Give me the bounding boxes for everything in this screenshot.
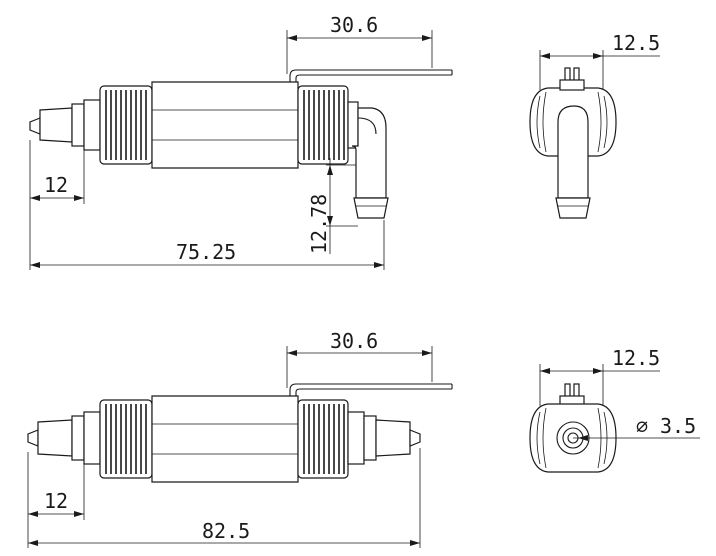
top-front-view <box>29 69 453 219</box>
bottom-left-nut-ribs <box>105 404 147 474</box>
bottom-dim-inlet-length: 12 <box>44 489 68 513</box>
bottom-outlet-barb <box>375 419 411 457</box>
top-dimensions: 30.6 12 75.25 12.78 <box>29 13 433 270</box>
top-inlet-barb-tip <box>29 117 41 135</box>
top-wire-lead <box>289 69 452 82</box>
bottom-inlet-barb <box>37 419 73 457</box>
top-side-dim-width: 12.5 <box>612 31 660 55</box>
top-side-view: 12.5 <box>529 31 660 219</box>
bottom-dim-lead-length: 30.6 <box>330 329 378 353</box>
bottom-right-nut-ribs <box>303 404 345 474</box>
top-side-outlet-tube <box>557 105 589 199</box>
bottom-inlet-collar <box>71 415 85 461</box>
bottom-wire-lead <box>289 383 452 396</box>
top-right-nut-ribs <box>303 90 345 160</box>
top-left-nut-ribs <box>105 90 147 160</box>
top-center-body <box>151 81 299 169</box>
bottom-side-diameter-symbol: ∅ <box>636 414 648 438</box>
top-right-knurled-nut <box>297 85 349 165</box>
bottom-side-dim-width: 12.5 <box>612 346 660 370</box>
top-side-terminal-base <box>559 79 585 91</box>
bottom-side-view: 12.5 ∅ 3.5 <box>529 346 700 473</box>
top-inlet-step <box>83 99 101 151</box>
bottom-inlet-barb-tip <box>27 429 39 447</box>
bottom-center-body <box>151 395 299 483</box>
bottom-side-dim-bore: 3.5 <box>660 414 696 438</box>
bottom-dimensions: 30.6 12 82.5 <box>27 329 433 548</box>
bottom-inlet-step <box>83 411 101 465</box>
top-outlet-barb <box>353 197 389 219</box>
bottom-dim-overall-length: 82.5 <box>202 519 250 543</box>
top-dim-outlet-offset: 12.78 <box>307 194 331 254</box>
bottom-outlet-step <box>347 411 365 465</box>
top-inlet-barb <box>39 107 73 143</box>
top-dim-lead-length: 30.6 <box>330 13 378 37</box>
top-dim-overall-length: 75.25 <box>176 240 236 264</box>
top-side-outlet-barb <box>555 197 591 219</box>
bottom-front-view <box>27 383 453 483</box>
top-inlet-collar <box>71 103 85 147</box>
top-dim-inlet-length: 12 <box>44 173 68 197</box>
bottom-outlet-barb-tip <box>409 429 421 447</box>
bottom-right-knurled-nut <box>297 399 349 479</box>
bottom-outlet-collar <box>363 415 377 461</box>
top-outlet-step <box>347 101 359 149</box>
